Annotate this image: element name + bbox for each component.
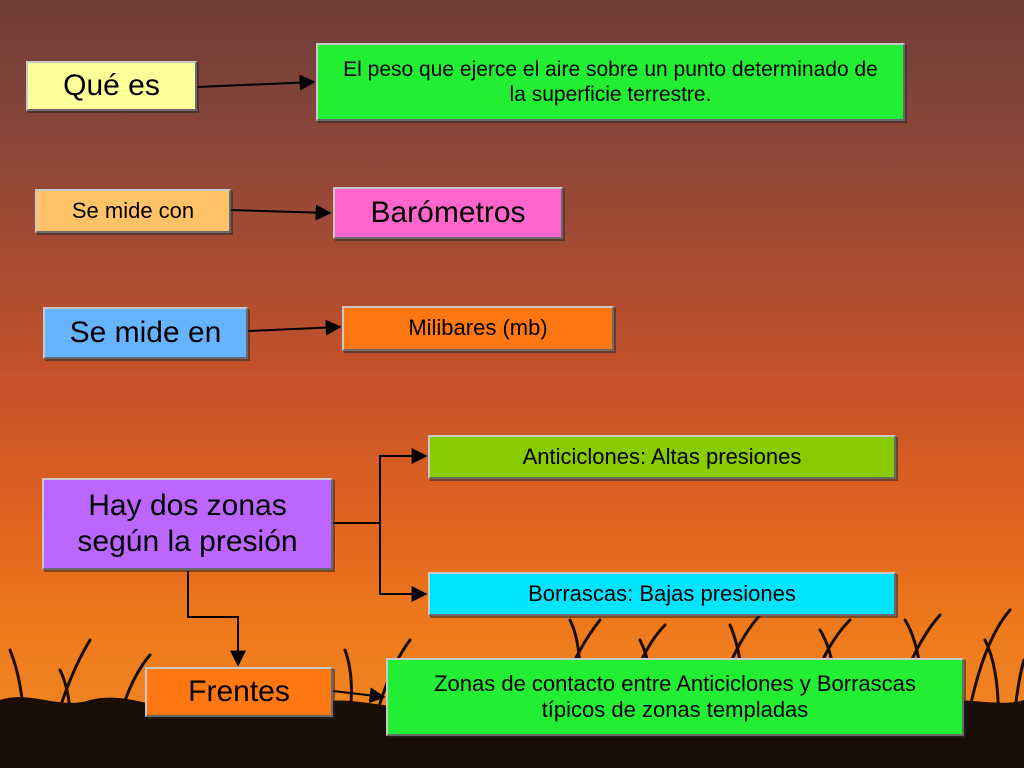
node-que-es: Qué es	[26, 61, 197, 111]
arrow-se-mide-con-barometros	[230, 204, 332, 221]
node-dos-zonas: Hay dos zonas según la presión	[42, 478, 333, 570]
node-borrascas: Borrascas: Bajas presiones	[428, 572, 896, 616]
arrow-que-es-definicion	[196, 74, 316, 91]
node-borrascas-label: Borrascas: Bajas presiones	[528, 580, 796, 606]
node-zonas-contacto: Zonas de contacto entre Anticiclones y B…	[386, 658, 964, 736]
node-frentes-label: Frentes	[188, 675, 290, 708]
node-milibares: Milibares (mb)	[342, 306, 614, 351]
node-barometros-label: Barómetros	[370, 196, 526, 229]
arrow-dos-zonas-anticiclones	[379, 448, 428, 523]
node-barometros: Barómetros	[333, 187, 563, 239]
arrow-se-mide-en-milibares	[247, 319, 342, 336]
node-dos-zonas-label: Hay dos zonas según la presión	[77, 489, 298, 558]
node-anticiclones-label: Anticiclones: Altas presiones	[522, 443, 802, 469]
arrow-frentes-zonas-contacto	[332, 687, 386, 704]
node-anticiclones: Anticiclones: Altas presiones	[428, 435, 896, 479]
node-se-mide-con-label: Se mide con	[71, 197, 195, 223]
node-definicion: El peso que ejerce el aire sobre un punt…	[316, 43, 905, 121]
arrow-dos-zonas-borrascas	[379, 523, 428, 602]
node-milibares-label: Milibares (mb)	[408, 315, 548, 341]
node-se-mide-en-label: Se mide en	[69, 316, 222, 349]
node-se-mide-en: Se mide en	[43, 307, 248, 359]
node-frentes: Frentes	[145, 667, 333, 717]
node-se-mide-con: Se mide con	[35, 189, 231, 233]
arrow-dos-zonas-frentes	[187, 571, 246, 667]
node-zonas-contacto-label: Zonas de contacto entre Anticiclones y B…	[434, 670, 916, 722]
node-definicion-label: El peso que ejerce el aire sobre un punt…	[343, 57, 878, 106]
node-que-es-label: Qué es	[63, 69, 160, 102]
